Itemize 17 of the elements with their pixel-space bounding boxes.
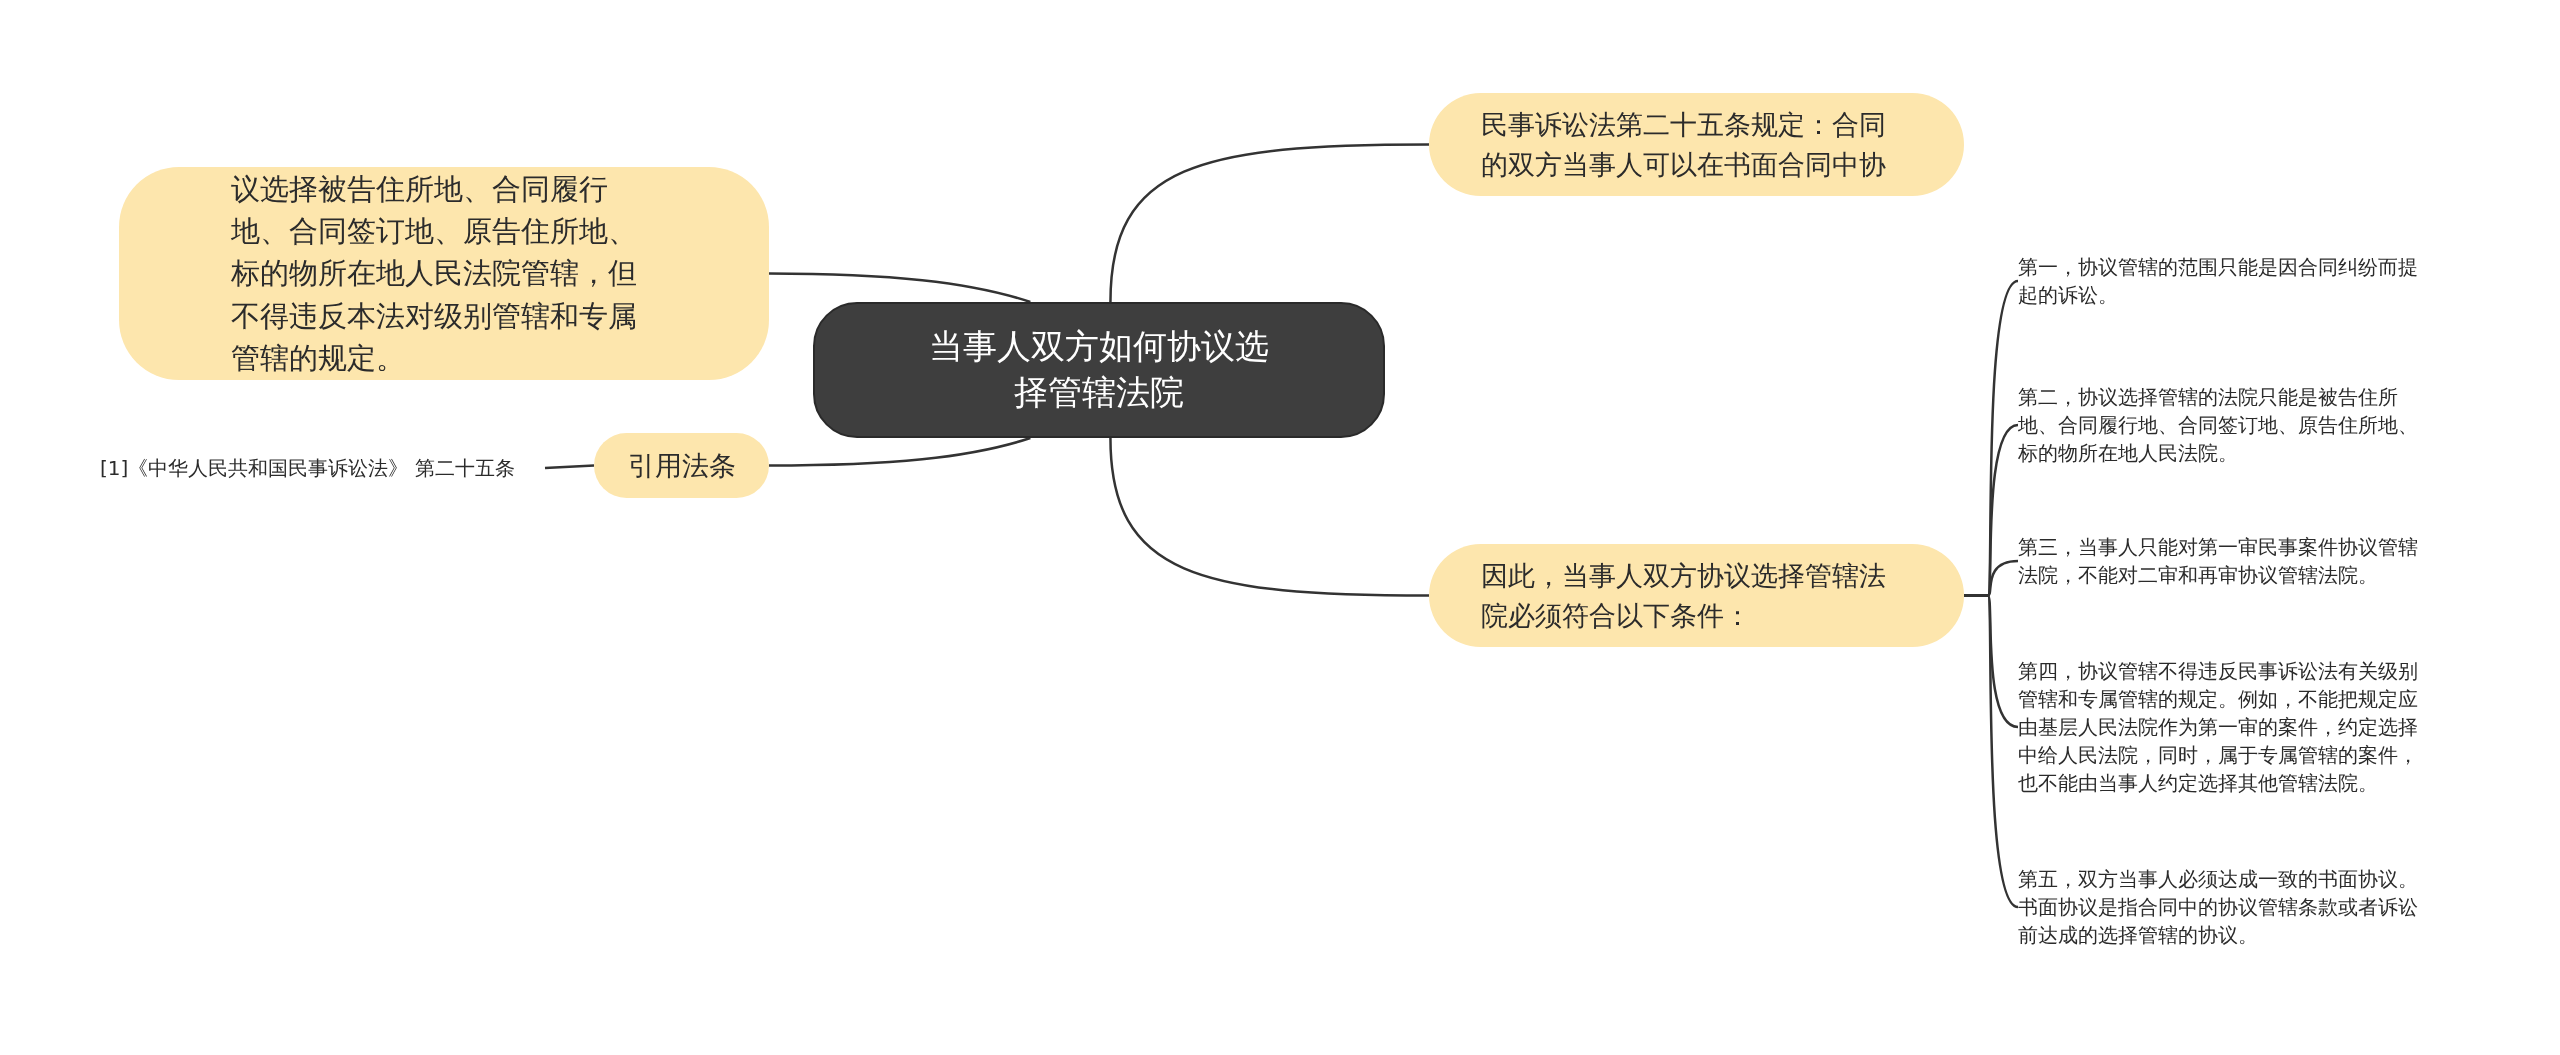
leaf-text: 第二，协议选择管辖的法院只能是被告住所地、合同履行地、合同签订地、原告住所地、标的物所在地人民法院。 [2018,384,2419,467]
topic-bubble: 议选择被告住所地、合同履行地、合同签订地、原告住所地、标的物所在地人民法院管辖，但不得违反本法对级别管辖和专属管辖的规定。 [119,167,769,380]
connector-line [544,464,595,470]
leaf-text: 第三，当事人只能对第一审民事案件协议管辖法院，不能对二审和再审协议管辖法院。 [2018,534,2419,589]
topic-bubble: 因此，当事人双方协议选择管辖法院必须符合以下条件： [1429,544,1964,647]
topic-bubble: 引用法条 [594,433,769,498]
connector-line [1964,594,2019,908]
connector-line [1109,143,1429,303]
leaf-text: 第一，协议管辖的范围只能是因合同纠纷而提起的诉讼。 [2018,254,2419,309]
central-topic: 当事人双方如何协议选择管辖法院 [813,302,1385,438]
topic-bubble: 民事诉讼法第二十五条规定：合同的双方当事人可以在书面合同中协 [1429,93,1964,196]
connector-line [769,272,1031,304]
connector-line [769,436,1031,467]
leaf-text: 第五，双方当事人必须达成一致的书面协议。书面协议是指合同中的协议管辖条款或者诉讼前达成的选择管辖的协议。 [2018,866,2419,949]
connector-line [1109,437,1429,597]
leaf-text: [1]《中华人民共和国民事诉讼法》 第二十五条 [100,455,516,482]
leaf-text: 第四，协议管辖不得违反民事诉讼法有关级别管辖和专属管辖的规定。例如，不能把规定应由基层人民法院作为第一审的案件，约定选择中给人民法院，同时，属于专属管辖的案件，也不能由当事人约定选择其他管辖法院。 [2018,658,2419,797]
